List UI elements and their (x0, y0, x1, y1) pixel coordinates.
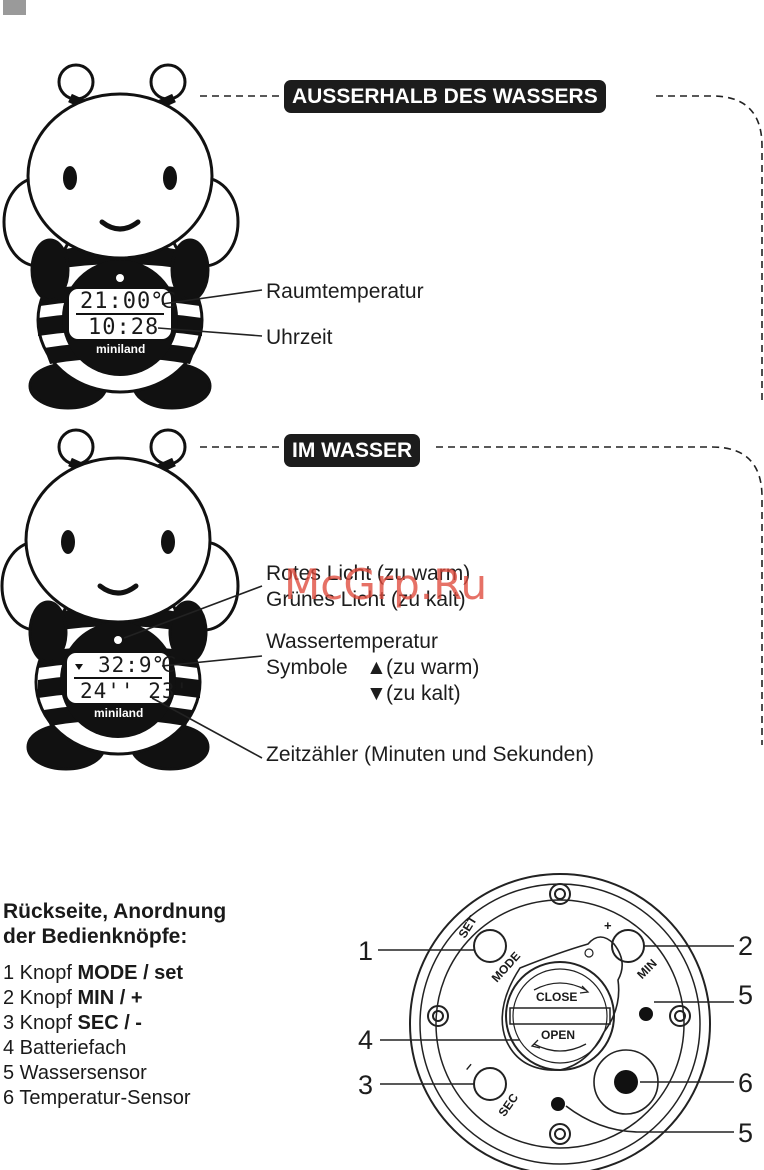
callout-6: 6 (738, 1068, 754, 1098)
header-out-of-water: AUSSERHALB DES WASSERS (284, 80, 606, 113)
label-too-cold: (zu kalt) (386, 682, 461, 705)
label-timer: Zeitzähler (Minuten und Sekunden) (266, 743, 595, 766)
bee-thermometer-water (0, 428, 240, 771)
legend-item-2: 2 Knopf MIN / + (3, 987, 143, 1009)
legend-item-5: 5 Wassersensor (3, 1062, 147, 1084)
label-red-light: Rotes Licht (zu warm) (266, 562, 471, 585)
lcd-water-temp: 32:9℃ (98, 653, 178, 677)
dashed-guide-water (200, 446, 763, 745)
bee-thermometer-dry (2, 63, 240, 410)
up-triangle-icon: ▲ (366, 656, 387, 679)
lcd-timer: 24'' 23' (80, 679, 190, 703)
callout-lines (378, 945, 734, 1133)
plus-label: + (604, 918, 612, 933)
callout-1: 1 (358, 936, 374, 966)
label-green-light: Grünes Licht (zu kalt) (266, 588, 466, 611)
legend-item-6: 6 Temperatur-Sensor (3, 1087, 191, 1109)
corner-marker (3, 0, 26, 15)
leader-lines-water (123, 585, 263, 759)
lcd-bottom-value: 10:28 (88, 315, 160, 340)
down-triangle-icon: ▼ (366, 682, 387, 705)
callout-4: 4 (358, 1025, 374, 1055)
label-time: Uhrzeit (266, 326, 333, 349)
callout-5b: 5 (738, 1118, 754, 1148)
label-symbols: Symbole (266, 656, 348, 679)
label-water-temperature: Wassertemperatur (266, 630, 438, 653)
brand-logo-dry: miniland (96, 342, 146, 356)
label-room-temperature: Raumtemperatur (266, 280, 424, 303)
leader-lines-dry (157, 289, 263, 337)
dashed-guide-top (200, 95, 763, 400)
close-label: CLOSE (536, 990, 578, 1004)
watermark: McGrp.Ru (284, 560, 488, 609)
legend-item-3: 3 Knopf SEC / - (3, 1012, 142, 1034)
callout-3: 3 (358, 1070, 374, 1100)
back-panel-diagram (409, 873, 711, 1170)
back-title-line1: Rückseite, Anordnung (3, 900, 227, 923)
legend-item-4: 4 Batteriefach (3, 1037, 127, 1059)
brand-logo-water: miniland (94, 706, 144, 720)
back-title-line2: der Bedienknöpfe: (3, 925, 188, 948)
callout-2: 2 (738, 931, 754, 961)
callout-5a: 5 (738, 980, 754, 1010)
label-too-warm: (zu warm) (386, 656, 480, 679)
header-in-water: IM WASSER (284, 434, 421, 467)
open-label: OPEN (541, 1028, 576, 1042)
legend-item-1: 1 Knopf MODE / set (3, 962, 184, 984)
lcd-top-value: 21:00℃ (80, 289, 177, 314)
